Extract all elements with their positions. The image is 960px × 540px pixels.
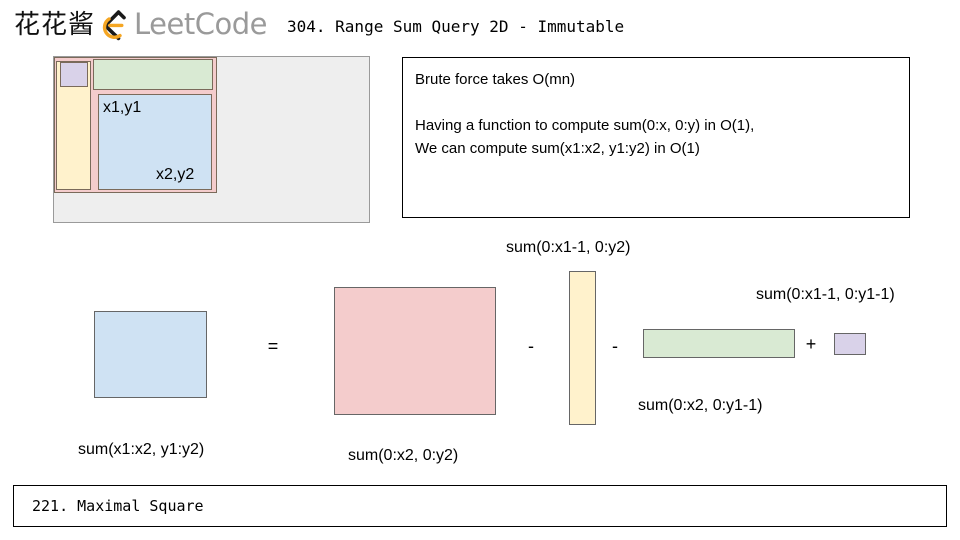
- equation-shape-green: [643, 329, 795, 358]
- operator-minus-second: -: [612, 336, 618, 356]
- equation-label-purple: sum(0:x1-1, 0:y1-1): [756, 286, 895, 303]
- leetcode-wordmark: LeetCode: [134, 7, 267, 41]
- slide-header: 花花酱 LeetCode 304. Range Sum Query 2D - I…: [0, 0, 960, 50]
- leetcode-logo: LeetCode: [96, 7, 268, 42]
- diagram-region-green: [93, 59, 213, 90]
- diagram-label-bottom-right-corner: x2,y2: [156, 166, 195, 183]
- explanation-line-1: Brute force takes O(mn): [415, 71, 576, 88]
- diagram-region-blue: [98, 94, 212, 190]
- diagram-label-top-left-corner: x1,y1: [103, 99, 142, 116]
- page-title: 304. Range Sum Query 2D - Immutable: [287, 17, 625, 36]
- explanation-line-blank: [415, 91, 897, 114]
- next-problem-bar: 221. Maximal Square: [13, 485, 947, 527]
- matrix-region-diagram: x1,y1 x2,y2: [53, 56, 370, 223]
- equation-label-yellow: sum(0:x1-1, 0:y2): [506, 239, 631, 256]
- operator-plus: +: [805, 334, 817, 354]
- diagram-region-purple: [60, 62, 88, 87]
- equation-label-green: sum(0:x2, 0:y1-1): [638, 397, 763, 414]
- equation-shape-purple: [834, 333, 866, 355]
- equation-shape-blue: [94, 311, 207, 398]
- explanation-line-2: Having a function to compute sum(0:x, 0:…: [415, 117, 755, 134]
- leetcode-logo-icon: [96, 9, 130, 41]
- equation-shape-yellow: [569, 271, 596, 425]
- explanation-line-3: We can compute sum(x1:x2, y1:y2) in O(1): [415, 140, 700, 157]
- equation-shape-pink: [334, 287, 496, 415]
- operator-equals: =: [267, 336, 279, 356]
- equation-label-pink: sum(0:x2, 0:y2): [348, 447, 459, 464]
- operator-minus-first: -: [528, 336, 534, 356]
- explanation-text-box: Brute force takes O(mn) Having a functio…: [402, 57, 910, 218]
- equation-label-blue: sum(x1:x2, y1:y2): [78, 441, 205, 458]
- brand-name-chinese: 花花酱: [14, 10, 96, 40]
- next-problem-text: 221. Maximal Square: [32, 497, 204, 515]
